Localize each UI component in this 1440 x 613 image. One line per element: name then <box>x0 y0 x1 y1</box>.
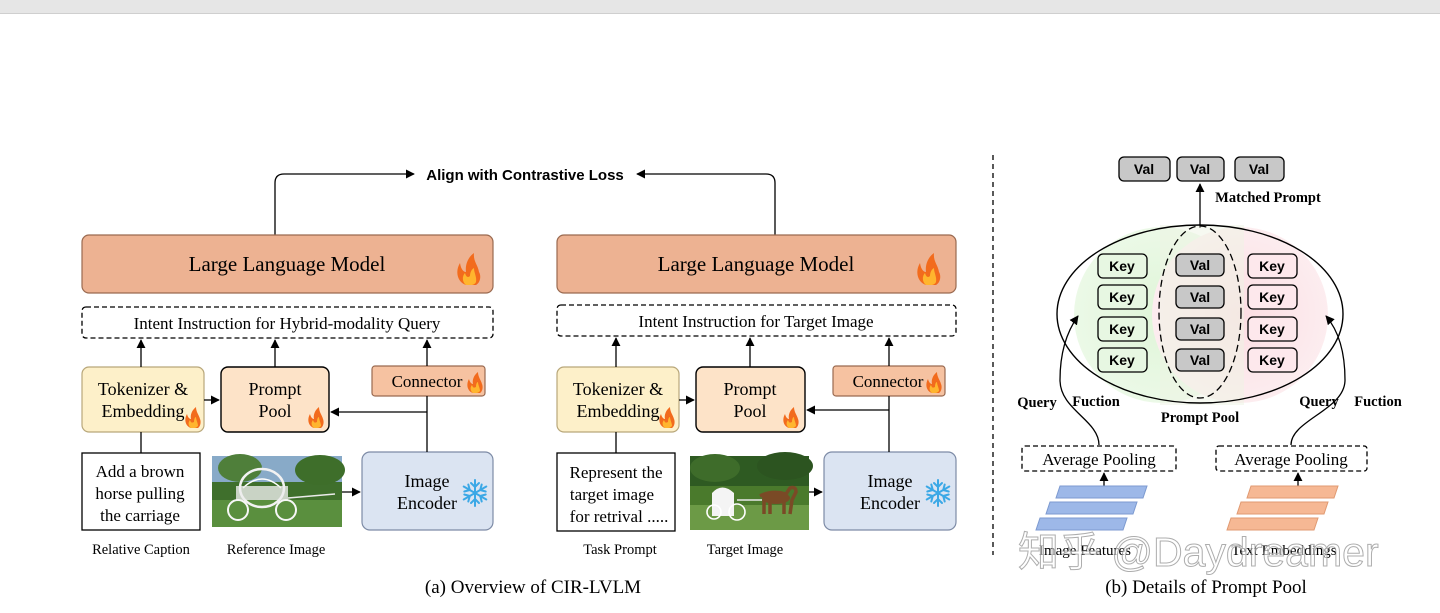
svg-text:Key: Key <box>1109 321 1135 337</box>
prompt-label-1: Prompt <box>723 379 776 399</box>
prompt-pool-ellipse <box>1056 224 1344 404</box>
task-text-3: for retrival ..... <box>570 507 669 526</box>
svg-text:Key: Key <box>1259 258 1285 274</box>
reference-image-label: Reference Image <box>227 542 326 558</box>
encoder-label-2: Encoder <box>860 493 920 513</box>
caption-a: (a) Overview of CIR-LVLM <box>425 577 641 598</box>
llm-box <box>556 234 957 294</box>
key-column-left: Key Key Key Key <box>1097 253 1148 373</box>
tokenizer-label-1: Tokenizer & <box>98 379 188 399</box>
image-features-stack <box>1035 485 1148 531</box>
svg-text:Key: Key <box>1259 289 1285 305</box>
caption-text-3: the carriage <box>100 506 180 525</box>
intent-box <box>81 306 494 339</box>
task-prompt-label: Task Prompt <box>583 542 657 558</box>
svg-text:Average Pooling: Average Pooling <box>1042 450 1156 469</box>
llm-box <box>81 234 494 294</box>
align-label: Align with Contrastive Loss <box>426 167 624 184</box>
svg-text:Val: Val <box>1190 352 1210 368</box>
svg-text:Key: Key <box>1259 352 1285 368</box>
svg-text:Val: Val <box>1190 161 1210 177</box>
svg-text:Key: Key <box>1109 352 1135 368</box>
matched-region <box>1158 225 1242 399</box>
llm-label: Large Language Model <box>658 252 855 276</box>
svg-text:Val: Val <box>1190 289 1210 305</box>
browser-top-bar <box>0 0 1440 14</box>
svg-text:Key: Key <box>1109 289 1135 305</box>
task-text-1: Represent the <box>570 463 663 482</box>
connector-box <box>371 365 486 397</box>
matched-prompt-label: Matched Prompt <box>1215 190 1321 206</box>
left-panel: Large Language Model Intent Instruction … <box>81 234 494 558</box>
text-embeddings-label: Text Embeddings <box>1231 543 1336 559</box>
target-image-label: Target Image <box>707 542 783 558</box>
reference-image <box>212 454 345 527</box>
svg-text:Key: Key <box>1109 258 1135 274</box>
svg-text:Key: Key <box>1259 321 1285 337</box>
right-panel: Large Language Model Intent Instruction … <box>556 234 957 558</box>
prompt-pool-label: Prompt Pool <box>1161 410 1239 426</box>
val-column-middle: Val Val Val Val <box>1175 253 1225 372</box>
key-column-right: Key Key Key Key <box>1247 253 1298 373</box>
encoder-label-2: Encoder <box>397 493 457 513</box>
task-text-2: target image <box>570 485 654 504</box>
fuction-label-left: Fuction <box>1072 394 1120 410</box>
watermark: 知乎 @Daydreamer <box>1018 529 1379 575</box>
query-arrow-left <box>1059 315 1100 446</box>
caption-text-1: Add a brown <box>96 462 185 481</box>
svg-text:Val: Val <box>1249 161 1269 177</box>
tokenizer-label-1: Tokenizer & <box>573 379 663 399</box>
svg-text:Average Pooling: Average Pooling <box>1234 450 1348 469</box>
target-image <box>690 452 813 530</box>
tokenizer-label-2: Embedding <box>577 401 660 421</box>
relative-caption-label: Relative Caption <box>92 542 191 558</box>
text-embeddings-stack <box>1226 485 1339 531</box>
intent-label: Intent Instruction for Hybrid-modality Q… <box>134 314 441 333</box>
tokenizer-label-2: Embedding <box>102 401 185 421</box>
avg-pooling-left <box>1021 445 1177 472</box>
encoder-label-1: Image <box>868 471 913 491</box>
fuction-label-right: Fuction <box>1354 394 1402 410</box>
image-features-label: Image Features <box>1039 543 1131 559</box>
svg-text:Val: Val <box>1190 321 1210 337</box>
image-encoder-box <box>823 451 957 531</box>
svg-text:Val: Val <box>1190 257 1210 273</box>
align-arrow-right <box>636 169 776 236</box>
connector-label: Connector <box>392 372 463 391</box>
svg-text:Val: Val <box>1134 161 1154 177</box>
caption-text-2: horse pulling <box>95 484 185 503</box>
query-label-left: Query <box>1017 395 1057 411</box>
caption-b: (b) Details of Prompt Pool <box>1105 577 1307 598</box>
prompt-pool-details: Val Val Val Matched Prompt Key Key Key K… <box>1017 156 1402 559</box>
intent-label: Intent Instruction for Target Image <box>638 312 873 331</box>
align-arrow-left <box>274 169 415 236</box>
llm-label: Large Language Model <box>189 252 386 276</box>
intent-box <box>556 304 957 337</box>
encoder-label-1: Image <box>405 471 450 491</box>
prompt-label-2: Pool <box>258 401 291 421</box>
prompt-label-1: Prompt <box>248 379 301 399</box>
query-arrow-right <box>1290 315 1346 446</box>
connector-label: Connector <box>853 372 924 391</box>
prompt-label-2: Pool <box>733 401 766 421</box>
matched-vals: Val Val Val <box>1118 156 1285 182</box>
avg-pooling-right <box>1215 445 1368 472</box>
